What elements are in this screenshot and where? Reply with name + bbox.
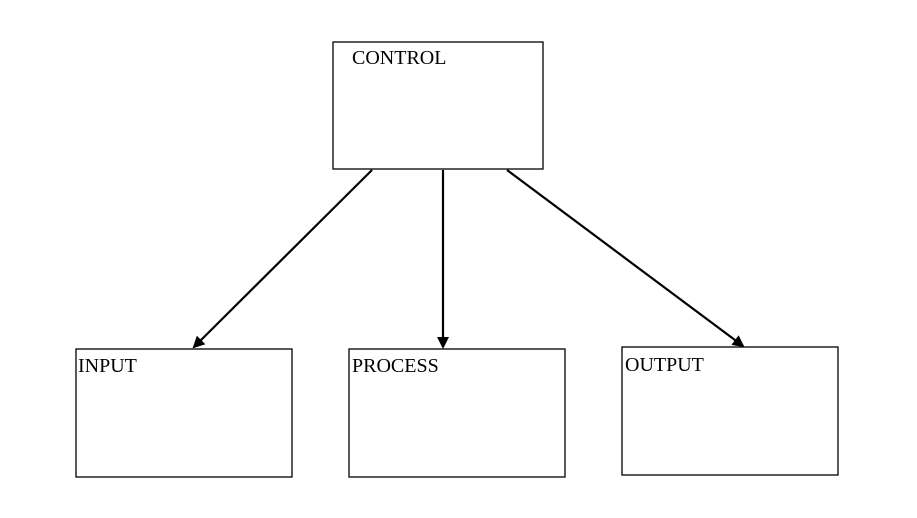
node-output-box	[621, 346, 839, 476]
node-input-box	[75, 348, 293, 478]
arrow-control-to-input	[192, 169, 373, 349]
arrow-control-to-output	[506, 169, 745, 348]
node-process: PROCESS	[348, 348, 566, 478]
node-input: INPUT	[75, 348, 293, 478]
node-input-label: INPUT	[78, 355, 137, 377]
node-output: OUTPUT	[621, 346, 839, 476]
node-process-box	[348, 348, 566, 478]
node-process-label: PROCESS	[352, 355, 439, 377]
node-output-label: OUTPUT	[625, 354, 704, 376]
node-control-label: CONTROL	[352, 47, 446, 69]
node-control: CONTROL	[332, 41, 544, 170]
node-control-box	[332, 41, 544, 170]
